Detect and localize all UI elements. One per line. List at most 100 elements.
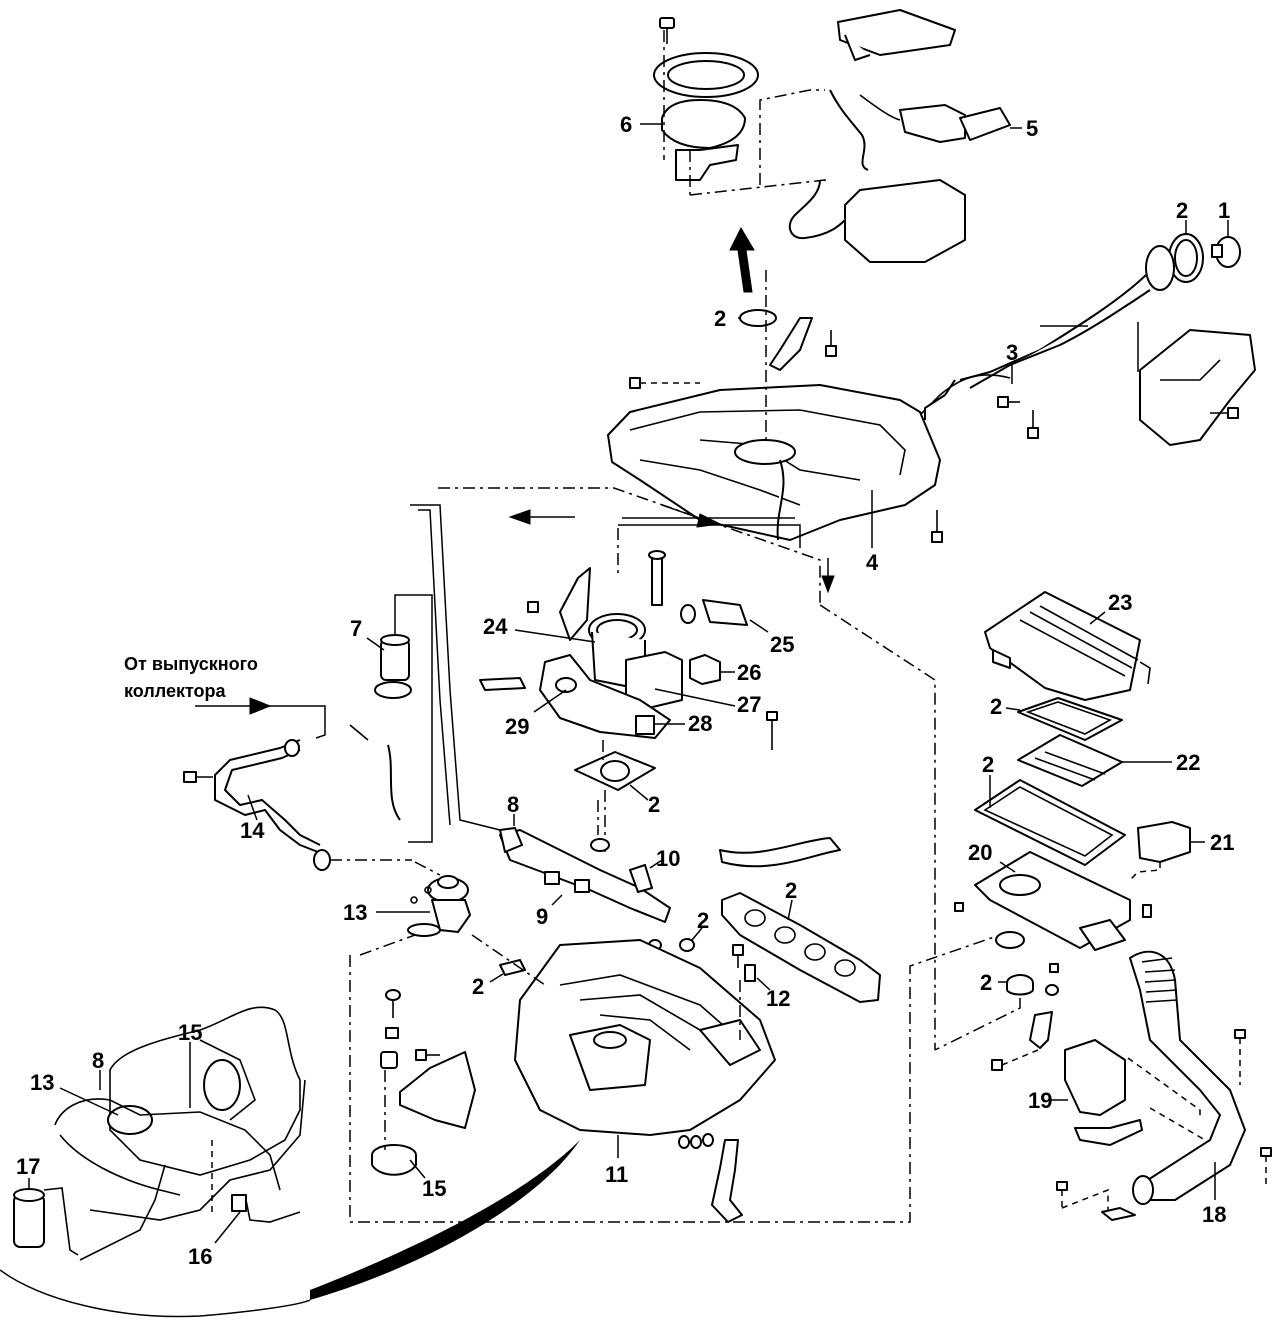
callout-18: 18 xyxy=(1202,1202,1226,1227)
solenoid-valve xyxy=(231,1194,247,1212)
callout-10: 10 xyxy=(656,846,680,871)
callout-19: 19 xyxy=(1028,1088,1052,1113)
flow-arrow-right-icon xyxy=(661,504,722,528)
filler-splash-shield xyxy=(1139,329,1256,446)
vacuum-actuator xyxy=(371,989,476,1179)
callout-26: 26 xyxy=(737,660,761,685)
callout-11: 11 xyxy=(605,1162,628,1187)
callout-8: 8 xyxy=(507,792,519,817)
callout-13: 13 xyxy=(343,900,367,925)
fuel-level-sender xyxy=(844,179,966,263)
bolt-icon xyxy=(1234,1029,1246,1085)
fuel-injector xyxy=(629,864,653,893)
callout-9: 9 xyxy=(536,904,548,929)
bolt-icon xyxy=(954,902,964,912)
callout-23: 23 xyxy=(1108,590,1132,615)
callout-3: 3 xyxy=(1006,340,1018,365)
callout-15: 15 xyxy=(178,1020,202,1045)
bolt-icon xyxy=(766,711,778,750)
fuel-pump-module-cover xyxy=(661,99,746,149)
fuel-pressure-regulator xyxy=(499,827,523,853)
callout-27: 27 xyxy=(737,692,761,717)
bolt-icon xyxy=(825,330,837,357)
charcoal-canister xyxy=(13,1187,79,1256)
callout-24: 24 xyxy=(483,614,508,639)
bolt-icon xyxy=(1027,410,1039,439)
bolt-icon xyxy=(1210,407,1239,419)
callout-2: 2 xyxy=(472,974,484,999)
bolt-icon xyxy=(183,771,213,783)
callout-20: 20 xyxy=(968,840,992,865)
egr-pipe xyxy=(183,697,412,871)
filler-cap xyxy=(1211,236,1241,268)
detail-callout-curve xyxy=(310,1140,580,1300)
bolt-icon xyxy=(1049,963,1059,973)
air-cleaner-assembly xyxy=(934,591,1205,1071)
tank-pump-ring xyxy=(739,309,777,327)
throttle-body-assembly xyxy=(479,550,841,868)
filler-neck-assembly xyxy=(914,220,1256,446)
bolt-icon xyxy=(659,17,675,44)
bolt-icon xyxy=(629,377,700,389)
fuel-filter xyxy=(349,594,433,843)
fuel-tank xyxy=(607,226,943,548)
fuel-lines xyxy=(349,487,1001,1223)
fuel-pump-assembly xyxy=(640,9,1022,263)
arrow-up-icon xyxy=(729,226,755,293)
callout-7: 7 xyxy=(350,616,362,641)
exhaust-manifold-caption: От выпускного коллектора xyxy=(124,654,258,701)
callout-15: 15 xyxy=(422,1176,446,1201)
intake-manifold xyxy=(471,934,776,1223)
callout-17: 17 xyxy=(16,1154,40,1179)
callout-6: 6 xyxy=(620,112,632,137)
flow-arrow-down-icon xyxy=(821,558,835,594)
callout-4: 4 xyxy=(866,550,879,575)
callout-25: 25 xyxy=(770,632,794,657)
caption-line-1: От выпускного xyxy=(124,654,258,674)
pump-connector xyxy=(837,9,956,56)
manifold-gasket xyxy=(721,892,881,1003)
air-duct-assembly xyxy=(1048,950,1272,1221)
flow-arrow-left-icon xyxy=(508,509,575,525)
bolt-icon xyxy=(527,601,539,613)
callout-2: 2 xyxy=(1176,198,1188,223)
callout-2: 2 xyxy=(990,694,1002,719)
callout-21: 21 xyxy=(1210,830,1234,855)
bolt-icon xyxy=(991,1049,1039,1071)
air-intake-duct xyxy=(1129,950,1246,1201)
callout-2: 2 xyxy=(982,752,994,777)
bolt-icon xyxy=(997,396,1020,408)
resonator xyxy=(1064,1039,1126,1116)
callout-1: 1 xyxy=(1218,198,1230,223)
callout-2: 2 xyxy=(980,970,992,995)
bolt-icon xyxy=(1056,1181,1068,1208)
caption-line-2: коллектора xyxy=(124,681,227,701)
air-cleaner-cover-block xyxy=(1137,821,1191,863)
egr-valve xyxy=(359,861,471,956)
callout-2: 2 xyxy=(714,306,726,331)
callout-2: 2 xyxy=(697,908,709,933)
fuel-pump xyxy=(899,104,966,143)
callout-5: 5 xyxy=(1026,116,1038,141)
bolt-icon xyxy=(931,510,943,543)
bolt-icon xyxy=(385,989,401,1018)
callout-22: 22 xyxy=(1176,750,1200,775)
bolt-icon xyxy=(1142,904,1152,918)
bolt-icon xyxy=(415,1049,440,1061)
sensor xyxy=(744,964,756,982)
callout-12: 12 xyxy=(766,986,790,1011)
callout-13: 13 xyxy=(30,1070,54,1095)
callout-2: 2 xyxy=(648,792,660,817)
callout-2: 2 xyxy=(785,878,797,903)
callout-29: 29 xyxy=(505,714,529,739)
fuel-rail xyxy=(499,829,671,923)
callout-8: 8 xyxy=(92,1048,104,1073)
callout-14: 14 xyxy=(240,818,265,843)
callout-labels: 1 2 2 3 4 5 6 7 24 25 26 27 28 29 2 8 10… xyxy=(16,112,1234,1269)
callout-16: 16 xyxy=(188,1244,212,1269)
engine-vacuum-hose-detail xyxy=(13,1006,306,1261)
callout-28: 28 xyxy=(688,711,712,736)
fuel-rail-assembly xyxy=(499,800,703,952)
bolt-icon xyxy=(1260,1147,1272,1185)
bolt-icon xyxy=(732,944,744,968)
